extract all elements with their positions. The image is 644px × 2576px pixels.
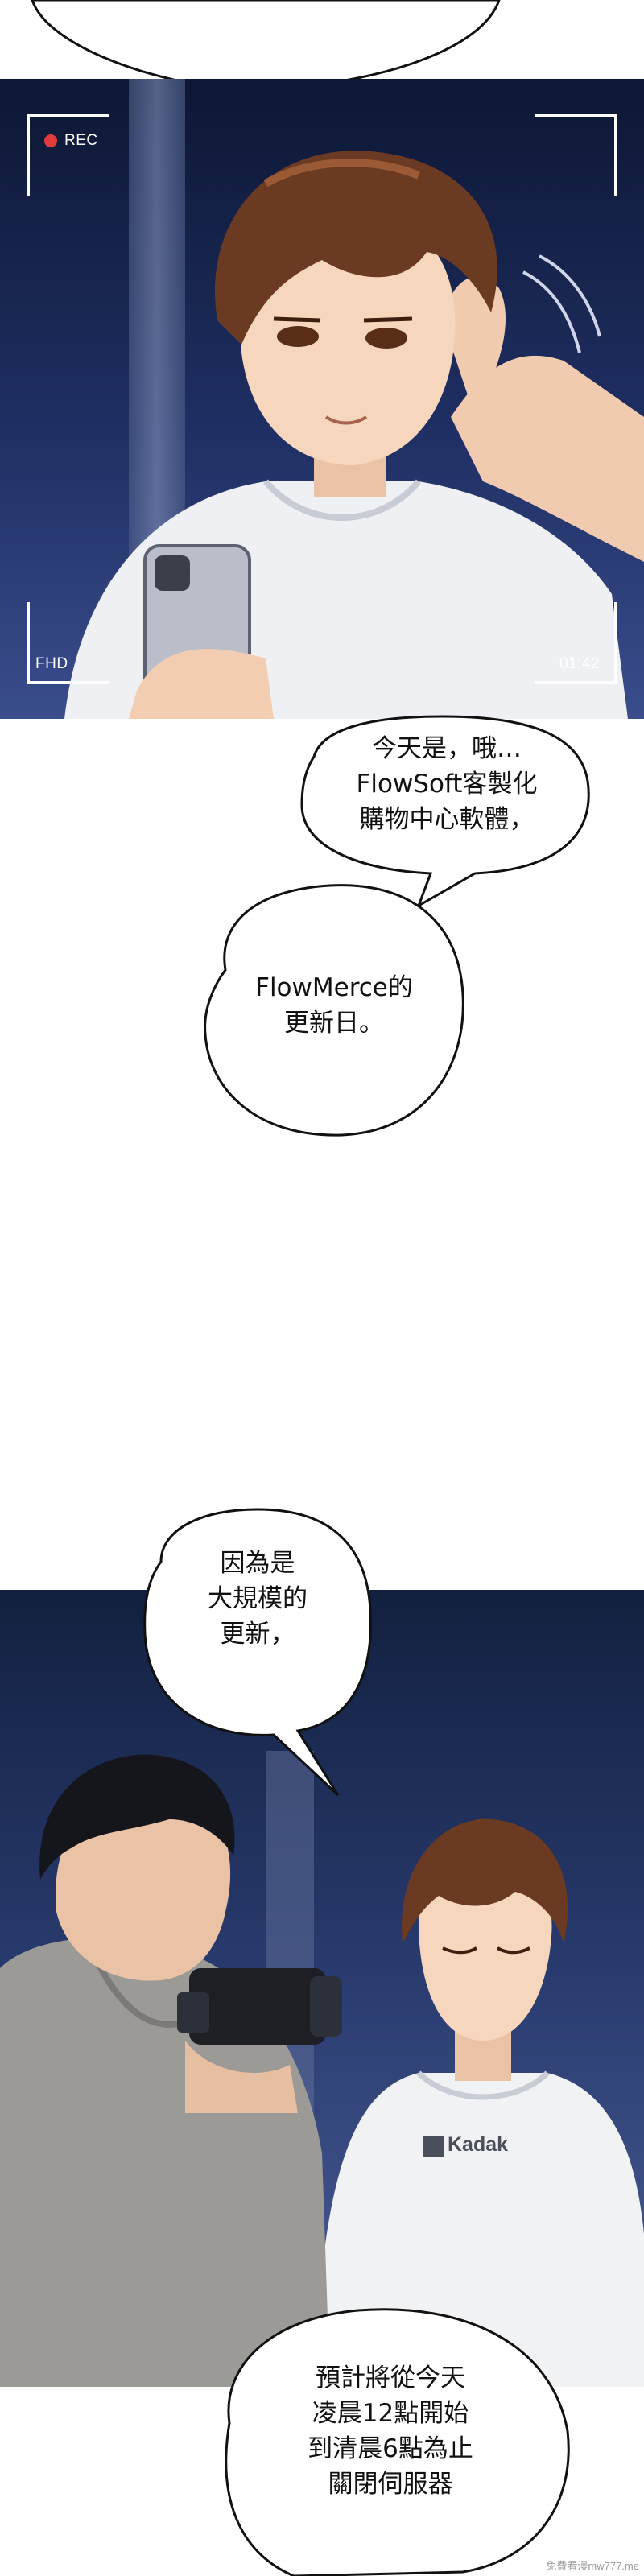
bubble-4-line-2: 凌晨12點開始 [312,2399,469,2428]
bubble-1-line-2: FlowSoft客製化 [356,770,538,799]
bubble-2-line-1: FlowMerce的 [255,973,413,1002]
speech-bubble-2 [204,884,464,1137]
bubble-2-line-2: 更新日。 [284,1009,384,1038]
speech-bubble-3 [143,1508,372,1797]
rec-label: REC [64,132,98,149]
shirt-logo-text: Kadak [448,2133,509,2156]
timer-label: 01:42 [559,655,601,672]
bubble-2-text: FlowMerce的 更新日。 [193,970,475,1041]
rec-dot-icon [44,134,57,147]
bubble-4-line-3: 到清晨6點為止 [308,2434,473,2463]
panel-camera-view: REC FHD 01:42 [0,79,644,719]
bubble-3-line-2: 大規模的 [208,1584,308,1613]
bubble-1-line-3: 購物中心軟體， [359,805,535,834]
speech-bubble-1 [300,715,590,909]
bubble-4-line-1: 預計將從今天 [316,2363,465,2392]
panel-camera-art [0,79,644,719]
bubble-1-line-1: 今天是，哦… [372,734,522,763]
speech-bubble-4 [225,2308,570,2576]
bubble-4-line-4: 關閉伺服器 [328,2470,453,2499]
bubble-4-text: 預計將從今天 凌晨12點開始 到清晨6點為止 關閉伺服器 [197,2360,584,2502]
bubble-3-text: 因為是 大規模的 更新， [129,1546,386,1652]
bubble-1-text: 今天是，哦… FlowSoft客製化 購物中心軟體， [290,731,604,837]
camcorder-icon [189,1968,326,2045]
hd-label: FHD [35,655,68,672]
site-watermark: 免費看漫mw777.me [546,2560,639,2572]
kadak-logo-icon [423,2136,444,2157]
bubble-3-line-1: 因為是 [220,1549,295,1578]
camera-frame-corners [27,114,617,684]
bubble-3-line-3: 更新， [220,1620,295,1649]
